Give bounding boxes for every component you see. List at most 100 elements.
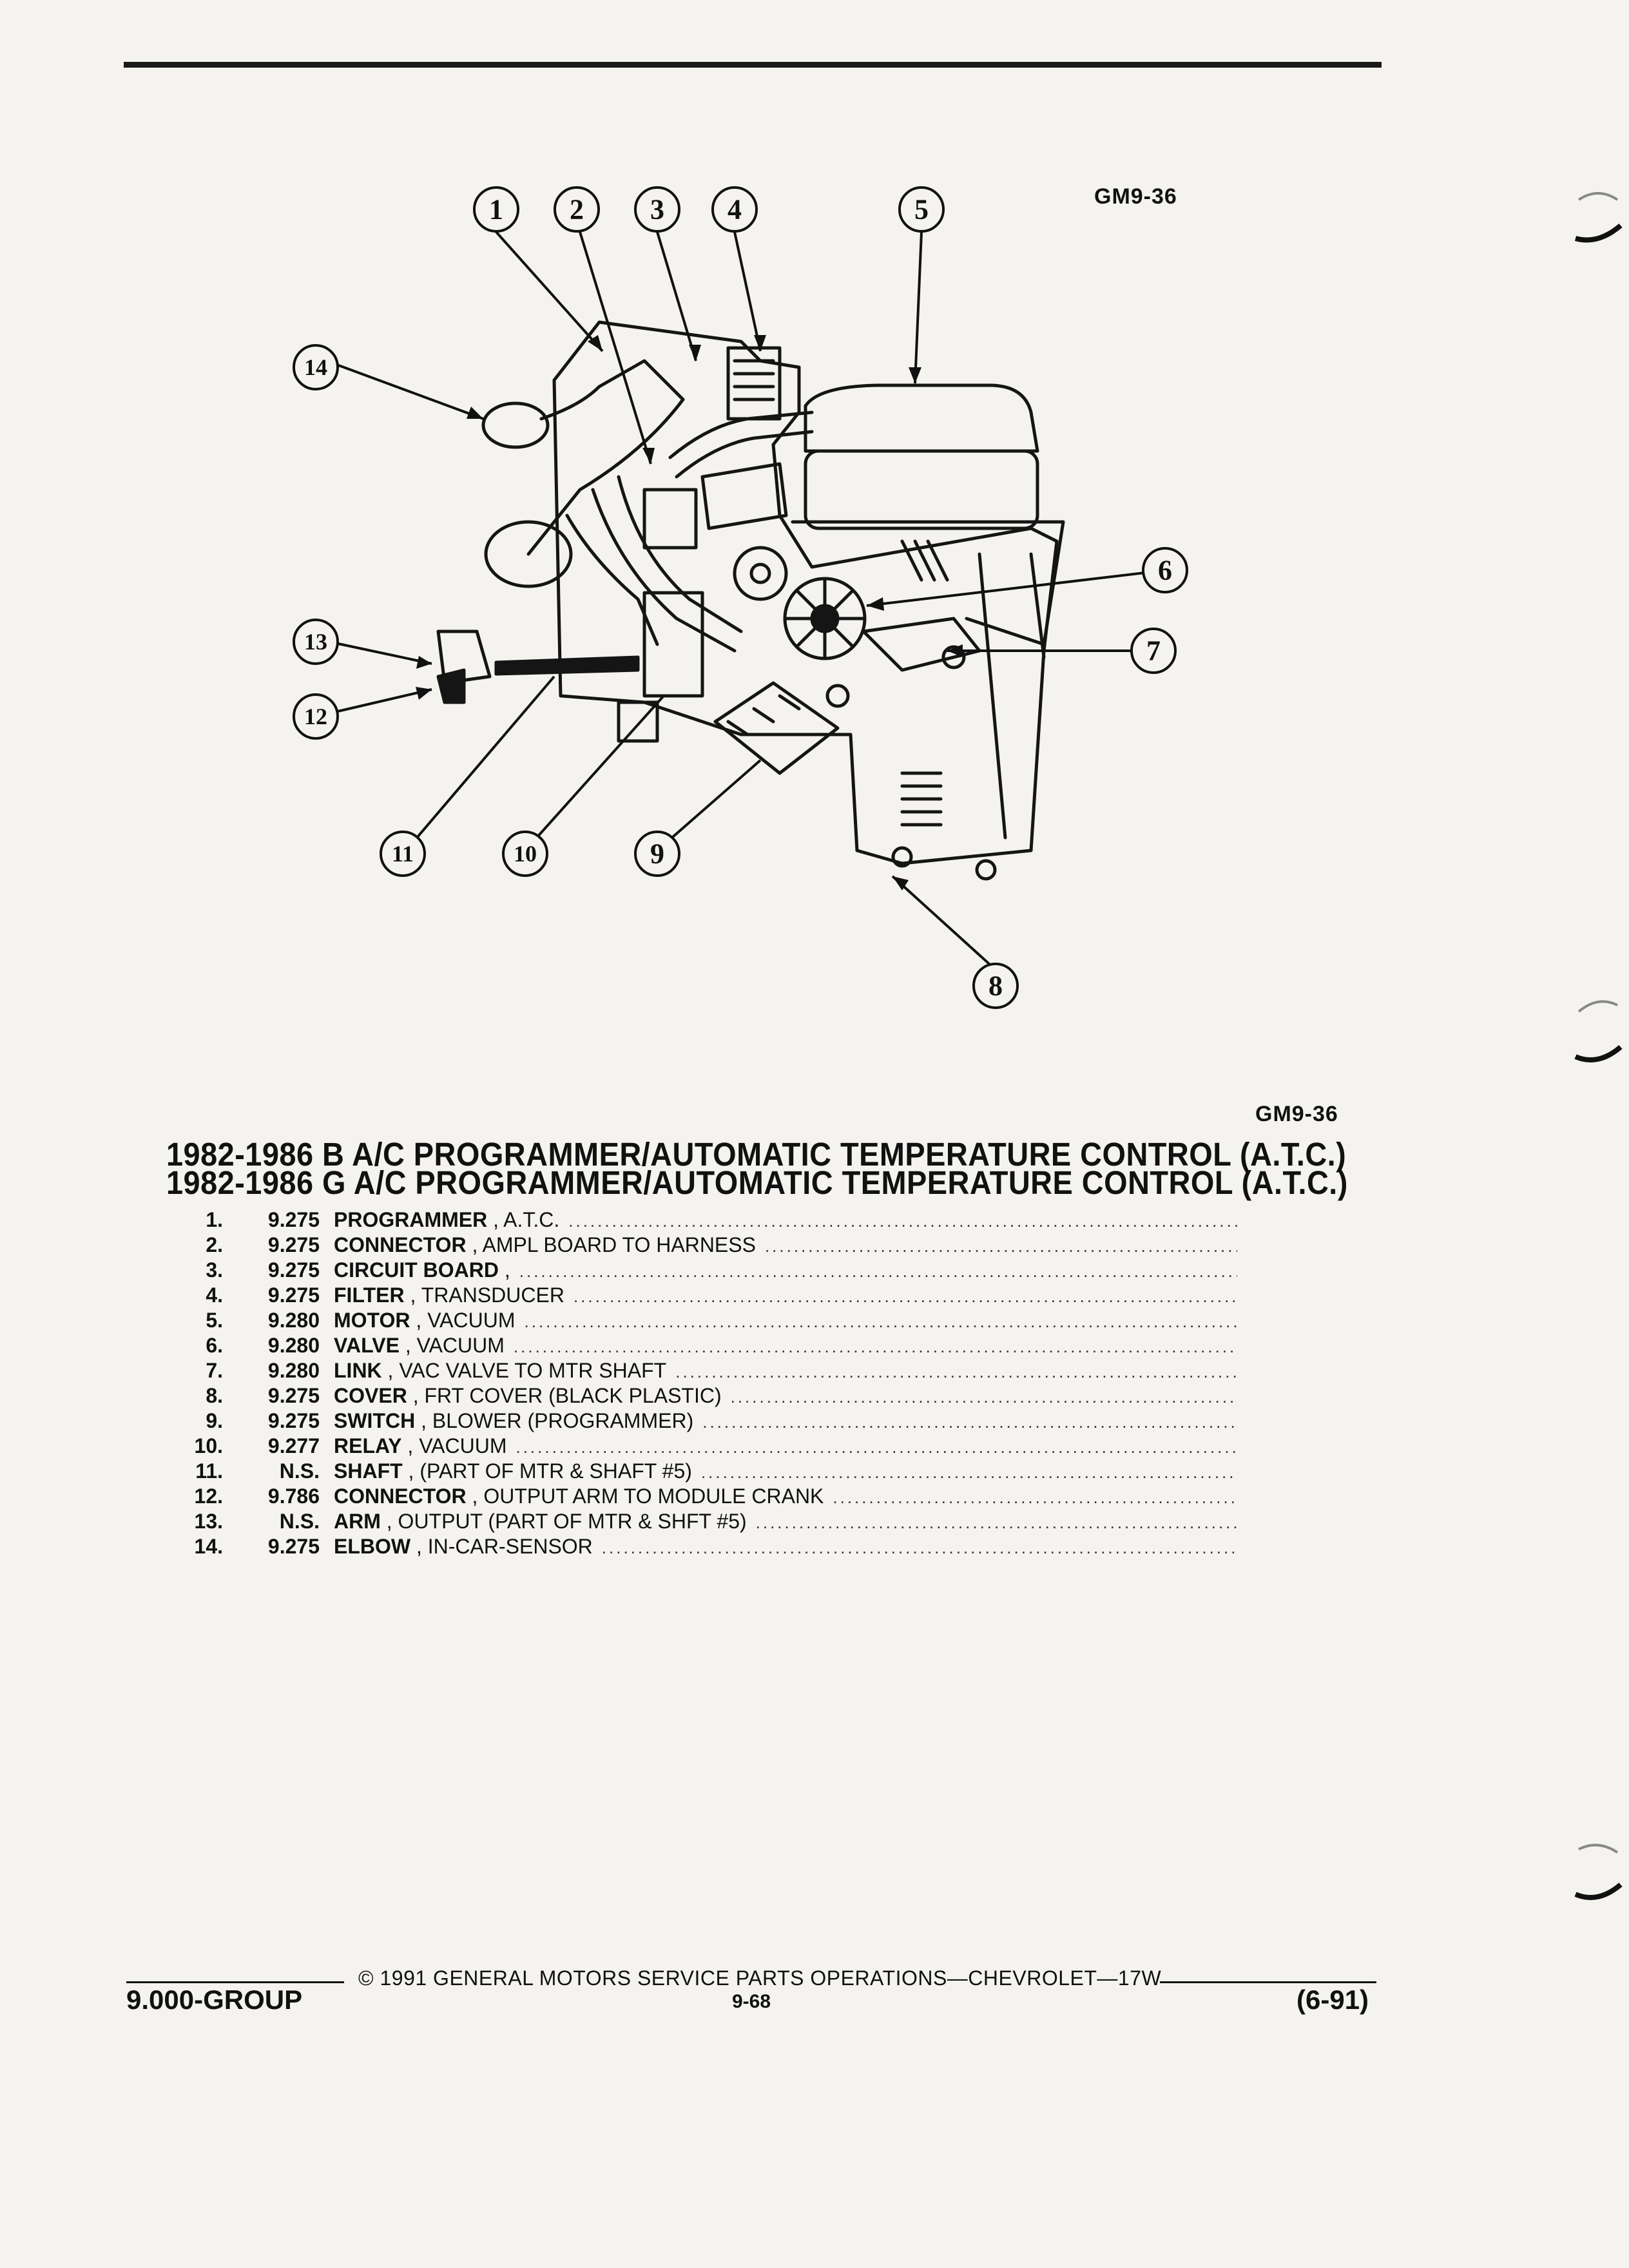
part-number: 5. xyxy=(206,1309,223,1332)
callout-13 xyxy=(293,619,339,665)
part-group: 9.275 xyxy=(267,1283,320,1307)
part-group: 9.280 xyxy=(267,1334,320,1357)
part-group: N.S. xyxy=(279,1459,320,1483)
footer-copyright: © 1991 GENERAL MOTORS SERVICE PARTS OPER… xyxy=(358,1966,1162,1990)
leader-dots xyxy=(516,1436,1237,1459)
callout-label-13: 13 xyxy=(304,629,327,655)
valve-hub xyxy=(733,546,788,601)
part-group: 9.277 xyxy=(267,1434,320,1457)
callout-3 xyxy=(634,186,680,233)
shaft xyxy=(494,655,640,676)
part-group: 9.275 xyxy=(267,1384,320,1407)
exploded-parts-diagram: 1 2 3 4 5 6 7 8 9 10 11 12 13 14 xyxy=(293,186,1188,1009)
part-desc: , IN-CAR-SENSOR xyxy=(416,1535,593,1558)
parts-row: 11. N.S. SHAFT , (PART OF MTR & SHAFT #5) xyxy=(193,1459,1237,1485)
callout-6 xyxy=(1142,547,1188,593)
callout-1 xyxy=(473,186,519,233)
part-number: 14. xyxy=(194,1535,223,1558)
callout-label-8: 8 xyxy=(988,970,1003,1002)
part-number: 6. xyxy=(206,1334,223,1357)
leader-dots xyxy=(833,1486,1237,1510)
part-name: MOTOR xyxy=(334,1309,410,1332)
title-b-body: 1982-1986 B A/C PROGRAMMER/AUTOMATIC TEM… xyxy=(166,1136,1347,1173)
figure-id-top: GM9-36 xyxy=(1094,184,1177,209)
section-titles: 1982-1986 B A/C PROGRAMMER/AUTOMATIC TEM… xyxy=(166,1136,1348,1201)
part-desc: , OUTPUT ARM TO MODULE CRANK xyxy=(472,1485,824,1508)
part-number: 1. xyxy=(206,1208,223,1231)
part-group: 9.275 xyxy=(267,1208,320,1231)
part-desc: , AMPL BOARD TO HARNESS xyxy=(472,1233,756,1256)
part-desc: , FRT COVER (BLACK PLASTIC) xyxy=(412,1384,722,1407)
top-rule xyxy=(124,62,1382,68)
callout-9 xyxy=(634,831,680,877)
callout-label-7: 7 xyxy=(1146,635,1161,667)
part-name: PROGRAMMER xyxy=(334,1208,488,1231)
part-group: 9.275 xyxy=(267,1258,320,1282)
callout-label-3: 3 xyxy=(650,194,664,226)
part-group: 9.280 xyxy=(267,1309,320,1332)
arm-connector xyxy=(436,668,466,704)
part-desc: , TRANSDUCER xyxy=(410,1283,564,1307)
footer-rule-right xyxy=(1160,1981,1376,1983)
callout-2 xyxy=(554,186,600,233)
vacuum-motor xyxy=(804,383,1039,453)
motor-body xyxy=(804,449,1039,530)
part-name: CIRCUIT BOARD xyxy=(334,1258,499,1282)
title-g-body: 1982-1986 G A/C PROGRAMMER/AUTOMATIC TEM… xyxy=(166,1164,1348,1201)
callout-4 xyxy=(711,186,758,233)
part-number: 11. xyxy=(195,1459,223,1483)
part-name: CONNECTOR xyxy=(334,1233,467,1256)
callout-7 xyxy=(1130,628,1177,674)
part-desc: , (PART OF MTR & SHAFT #5) xyxy=(408,1459,692,1483)
part-number: 9. xyxy=(206,1409,223,1432)
circuit-board xyxy=(642,488,698,550)
parts-row: 13.N.S.ARM , OUTPUT (PART OF MTR & SHFT … xyxy=(193,1510,1237,1535)
callout-label-2: 2 xyxy=(570,194,584,226)
part-group: 9.275 xyxy=(267,1233,320,1256)
callout-label-12: 12 xyxy=(304,704,327,729)
footer-group: 9.000-GROUP xyxy=(126,1984,303,2015)
part-group: N.S. xyxy=(279,1510,320,1533)
part-name: VALVE xyxy=(334,1334,400,1357)
leader-dots xyxy=(524,1310,1237,1334)
leader-dots xyxy=(731,1385,1237,1409)
vacuum-relay xyxy=(642,591,704,698)
part-name: RELAY xyxy=(334,1434,402,1457)
part-number: 7. xyxy=(206,1359,223,1382)
part-desc: , A.T.C. xyxy=(493,1208,560,1231)
part-number: 10. xyxy=(194,1434,223,1457)
leader-dots xyxy=(675,1360,1237,1384)
part-number: 8. xyxy=(206,1384,223,1407)
callout-12 xyxy=(293,693,339,740)
footer-page-number: 9-68 xyxy=(732,1991,771,2012)
part-name: ELBOW xyxy=(334,1535,411,1558)
leader-dots xyxy=(756,1511,1237,1535)
part-name: SHAFT xyxy=(334,1459,403,1483)
part-desc: , OUTPUT (PART OF MTR & SHFT #5) xyxy=(386,1510,747,1533)
output-arm xyxy=(436,629,492,685)
callout-5 xyxy=(898,186,945,233)
parts-row: 1. 9.275 PROGRAMMER , A.T.C. xyxy=(193,1208,1237,1233)
leader-dots xyxy=(519,1260,1237,1283)
binder-hole-mark xyxy=(1574,192,1623,243)
callout-14 xyxy=(293,344,339,390)
elbow-port xyxy=(484,520,573,588)
callout-label-9: 9 xyxy=(650,838,664,870)
binder-hole-mark xyxy=(1574,1843,1623,1900)
part-name: FILTER xyxy=(334,1283,405,1307)
part-group: 9.275 xyxy=(267,1409,320,1432)
callout-10 xyxy=(502,831,548,877)
leader-dots xyxy=(701,1461,1237,1485)
part-name: ARM xyxy=(334,1510,381,1533)
part-group: 9.280 xyxy=(267,1359,320,1382)
part-group: 9.786 xyxy=(267,1485,320,1508)
